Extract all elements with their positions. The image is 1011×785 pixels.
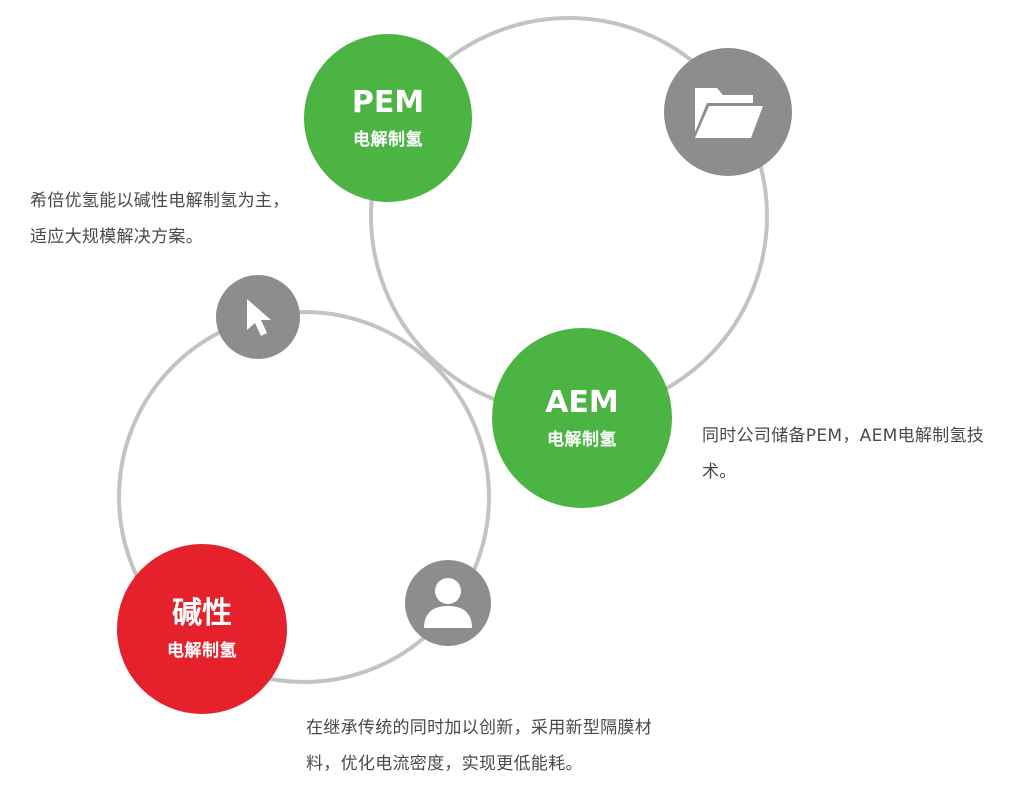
folder-icon <box>695 88 763 138</box>
pem-subtitle: 电解制氢 <box>353 130 423 150</box>
alkaline-subtitle: 电解制氢 <box>167 641 237 661</box>
cursor-icon <box>247 299 271 336</box>
pem-node: PEM 电解制氢 <box>304 34 472 202</box>
pem-title: PEM <box>351 85 425 120</box>
user-icon-circle <box>405 560 491 646</box>
lower-ring <box>117 310 491 684</box>
left-description: 希倍优氢能以碱性电解制氢为主，适应大规模解决方案。 <box>30 191 290 247</box>
alkaline-node: 碱性 电解制氢 <box>117 544 287 714</box>
user-icon <box>424 578 472 628</box>
folder-icon-circle <box>664 48 792 176</box>
aem-subtitle: 电解制氢 <box>547 430 617 450</box>
right-description: 同时公司储备PEM，AEM电解制氢技术。 <box>702 426 985 482</box>
cursor-icon-circle <box>216 275 300 359</box>
aem-node: AEM 电解制氢 <box>492 328 672 508</box>
alkaline-title: 碱性 <box>172 596 232 631</box>
aem-title: AEM <box>545 385 619 420</box>
bottom-description: 在继承传统的同时加以创新，采用新型隔膜材料，优化电流密度，实现更低能耗。 <box>306 718 652 774</box>
